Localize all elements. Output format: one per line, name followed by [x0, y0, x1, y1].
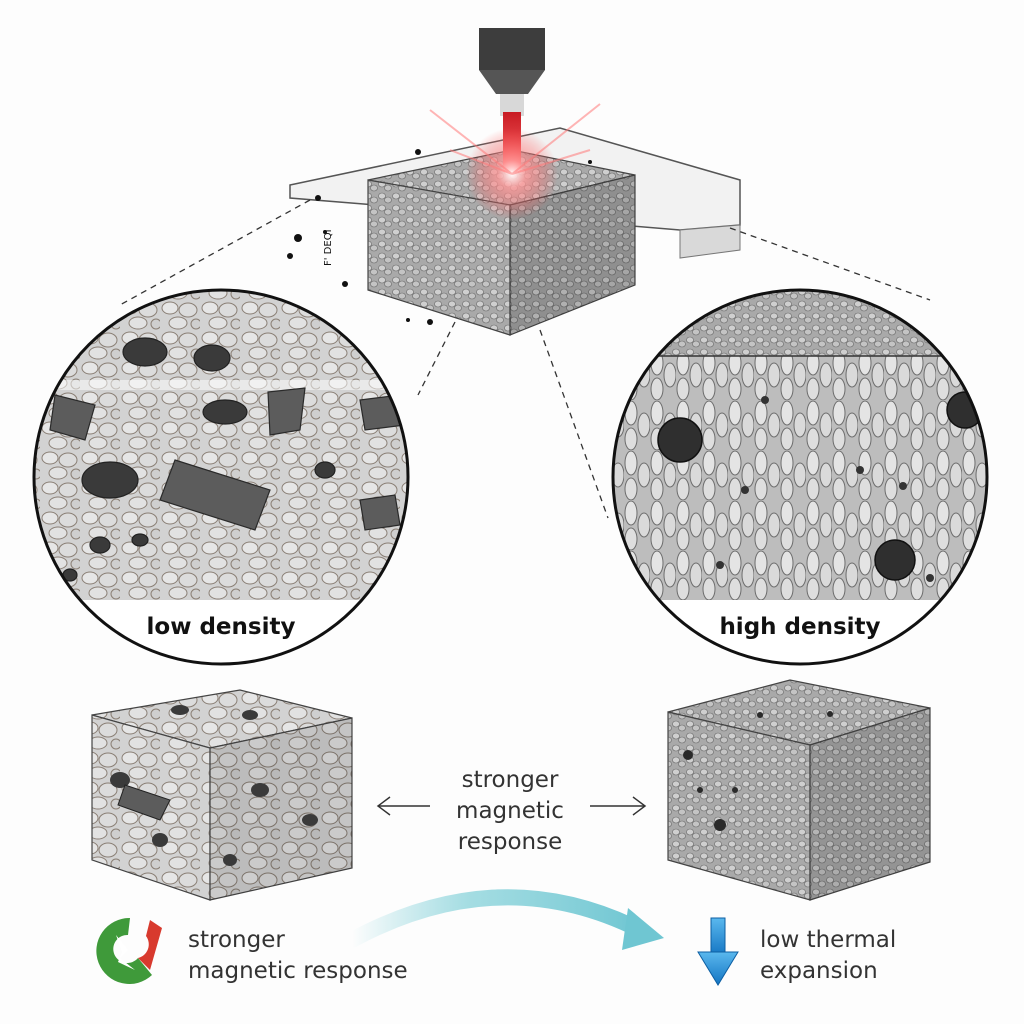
low-density-cube [91, 689, 353, 901]
right-footer-line2: expansion [760, 958, 878, 984]
curved-arrow-icon [344, 889, 664, 950]
low-density-magnified-view [32, 288, 410, 666]
spatter-dots [287, 149, 592, 325]
right-footer-caption: low thermal expansion [760, 925, 896, 987]
left-footer-line2: magnetic response [188, 958, 408, 984]
high-density-magnified-view [611, 288, 989, 666]
magnet-icon [96, 917, 162, 984]
middle-caption-line2: magnetic [456, 798, 564, 824]
high-density-cube [667, 679, 931, 901]
middle-caption: stronger magnetic response [430, 765, 590, 858]
middle-caption-line1: stronger [461, 767, 559, 793]
arrow-down-icon [697, 917, 739, 986]
left-footer-line1: stronger [188, 927, 285, 953]
laser-nozzle-icon [479, 28, 545, 116]
leader-lines [119, 199, 931, 519]
high-density-label: high density [719, 614, 881, 640]
spark-rays [429, 103, 601, 175]
right-footer-line1: low thermal [760, 927, 897, 953]
scale-marker: F' DEQI [323, 229, 334, 266]
left-arrow-icon [376, 796, 430, 816]
right-arrow-icon [590, 796, 647, 816]
low-density-label: low density [146, 614, 296, 640]
middle-caption-line3: response [457, 829, 563, 855]
left-footer-caption: stronger magnetic response [188, 925, 408, 987]
